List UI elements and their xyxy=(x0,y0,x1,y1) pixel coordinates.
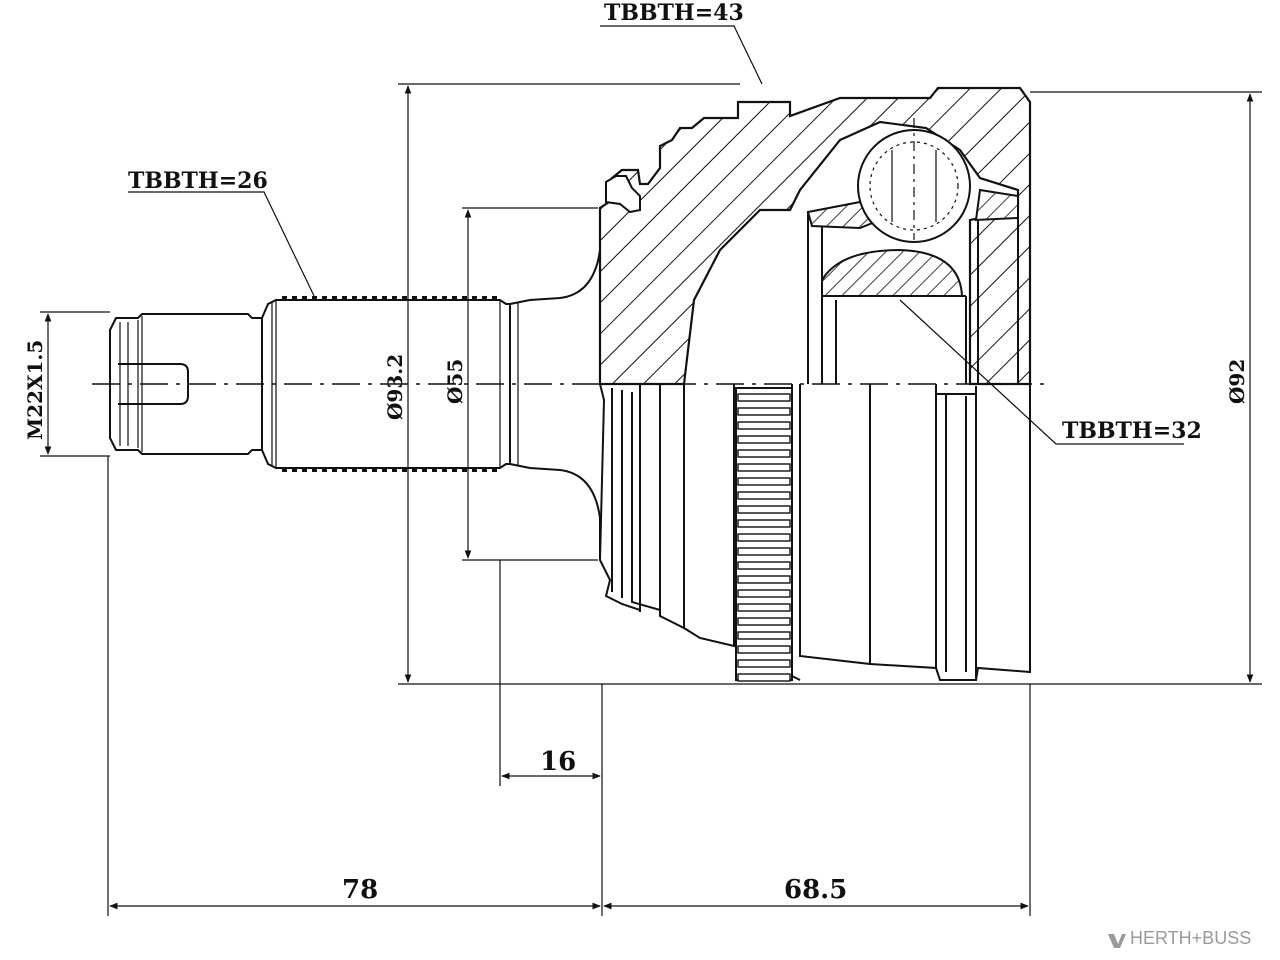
housing-length-label: 68.5 xyxy=(784,875,847,905)
joint-housing-section xyxy=(598,86,1032,386)
outer-diameter-label: Ø93.2 xyxy=(383,354,407,420)
tooth-count-shaft-label: TBBTH=26 xyxy=(128,168,268,194)
dimension-labels: TBBTH=43 TBBTH=26 TBBTH=32 M22X1.5 Ø93.2… xyxy=(23,0,1249,905)
dimension-lines xyxy=(40,83,1262,916)
brand-name: HERTH+BUSS xyxy=(1130,928,1251,948)
ball-bearing xyxy=(857,129,971,243)
output-shaft xyxy=(109,208,601,560)
seal-diameter-label: Ø55 xyxy=(443,359,467,404)
brand-logo: HERTH+BUSS xyxy=(1108,928,1251,948)
housing-diameter-label: Ø92 xyxy=(1225,359,1249,404)
tooth-count-top-label: TBBTH=43 xyxy=(604,0,744,26)
joint-housing-exterior xyxy=(598,383,1031,682)
tooth-count-inner-label: TBBTH=32 xyxy=(1062,418,1202,444)
seal-offset-label: 16 xyxy=(540,747,576,777)
leader-lines xyxy=(128,25,1184,445)
thread-size-label: M22X1.5 xyxy=(23,340,47,440)
shaft-length-label: 78 xyxy=(342,875,378,905)
